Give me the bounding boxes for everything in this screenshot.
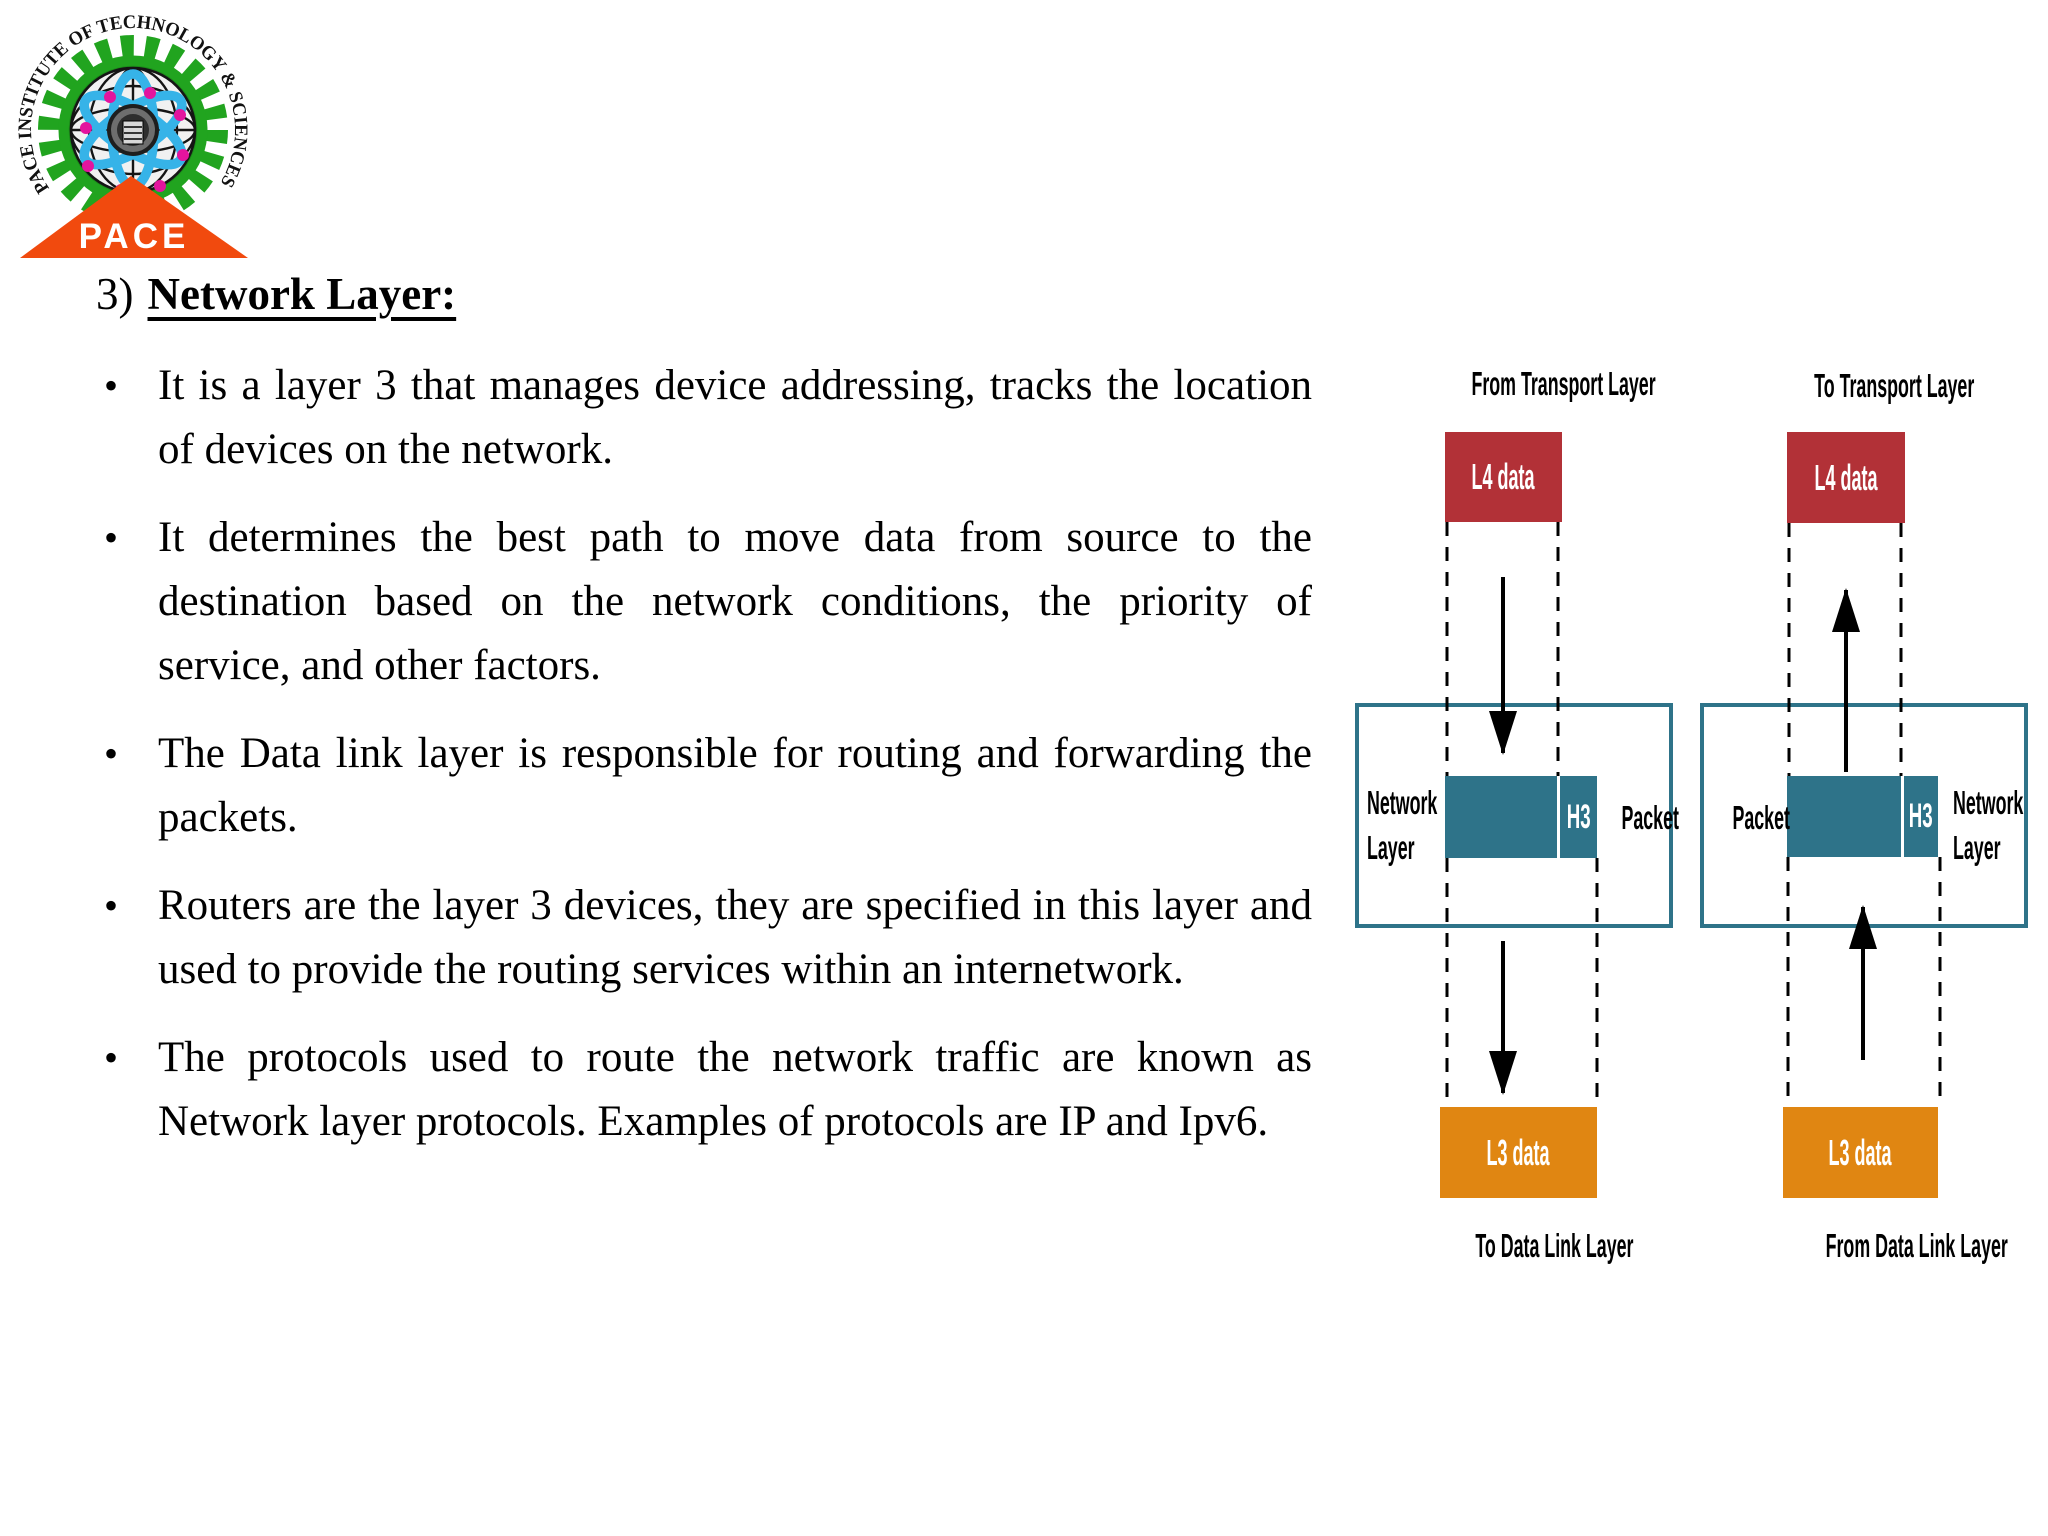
label-network-layer-left: Network Layer: [1367, 784, 1438, 866]
page-title: 3) Network Layer:: [96, 268, 1312, 320]
packet-bar-left: H3: [1445, 776, 1597, 858]
label-from-data-link-layer: From Data Link Layer: [1825, 1227, 2008, 1264]
bullet-icon: •: [104, 883, 119, 928]
header-divider: [1901, 776, 1904, 857]
list-item: • The Data link layer is responsible for…: [96, 722, 1312, 850]
bullet-text: It is a layer 3 that manages device addr…: [158, 362, 1312, 473]
title-text: Network Layer:: [147, 269, 457, 319]
label-packet-left: Packet: [1621, 799, 1679, 836]
bullet-text: Routers are the layer 3 devices, they ar…: [158, 882, 1312, 993]
l3-data-box-left: L3 data: [1440, 1107, 1597, 1198]
h3-label: H3: [1909, 797, 1933, 835]
packet-bar-right: H3: [1787, 776, 1938, 857]
pace-banner: PACE: [20, 176, 248, 258]
electron-dots: [80, 87, 189, 196]
bullet-icon: •: [104, 731, 119, 776]
l3-data-label: L3 data: [1828, 1131, 1893, 1173]
pace-logo: PACE INSTITUTE OF TECHNOLOGY & SCIENCES: [15, 12, 251, 258]
list-item: • The protocols used to route the networ…: [96, 1026, 1312, 1154]
bullet-icon: •: [104, 515, 119, 560]
list-item: • It determines the best path to move da…: [96, 506, 1312, 698]
bullet-list: • It is a layer 3 that manages device ad…: [96, 354, 1312, 1154]
label-network-layer-right: Network Layer: [1953, 784, 2024, 866]
h3-header-segment: H3: [1560, 776, 1597, 858]
pace-banner-text: PACE: [79, 217, 190, 256]
l3-data-box-right: L3 data: [1783, 1107, 1938, 1198]
packet-data-segment: [1787, 776, 1901, 857]
bullet-text: The protocols used to route the network …: [158, 1034, 1312, 1145]
label-from-transport-layer: From Transport Layer: [1471, 365, 1656, 402]
packet-data-segment: [1445, 776, 1557, 858]
h3-label: H3: [1566, 797, 1591, 836]
bullet-text: The Data link layer is responsible for r…: [158, 730, 1312, 841]
list-item: • It is a layer 3 that manages device ad…: [96, 354, 1312, 482]
l4-data-box-left: L4 data: [1445, 432, 1562, 522]
network-layer-diagram: From Transport Layer To Transport Layer …: [1340, 360, 2048, 1280]
l4-data-label: L4 data: [1471, 456, 1536, 497]
l3-data-label: L3 data: [1486, 1131, 1551, 1173]
l4-data-label: L4 data: [1814, 456, 1878, 498]
content-area: 3) Network Layer: • It is a layer 3 that …: [96, 268, 1312, 1178]
chip-icon: [107, 104, 159, 156]
label-packet-right: Packet: [1732, 799, 1790, 836]
bullet-icon: •: [104, 1035, 119, 1080]
l4-data-box-right: L4 data: [1787, 432, 1905, 523]
bullet-icon: •: [104, 363, 119, 408]
h3-header-segment: H3: [1904, 776, 1938, 857]
header-divider: [1557, 776, 1560, 858]
label-to-data-link-layer: To Data Link Layer: [1475, 1227, 1634, 1264]
list-item: • Routers are the layer 3 devices, they …: [96, 874, 1312, 1002]
title-number: 3): [96, 269, 134, 319]
label-to-transport-layer: To Transport Layer: [1814, 367, 1975, 404]
bullet-text: It determines the best path to move data…: [158, 514, 1312, 689]
